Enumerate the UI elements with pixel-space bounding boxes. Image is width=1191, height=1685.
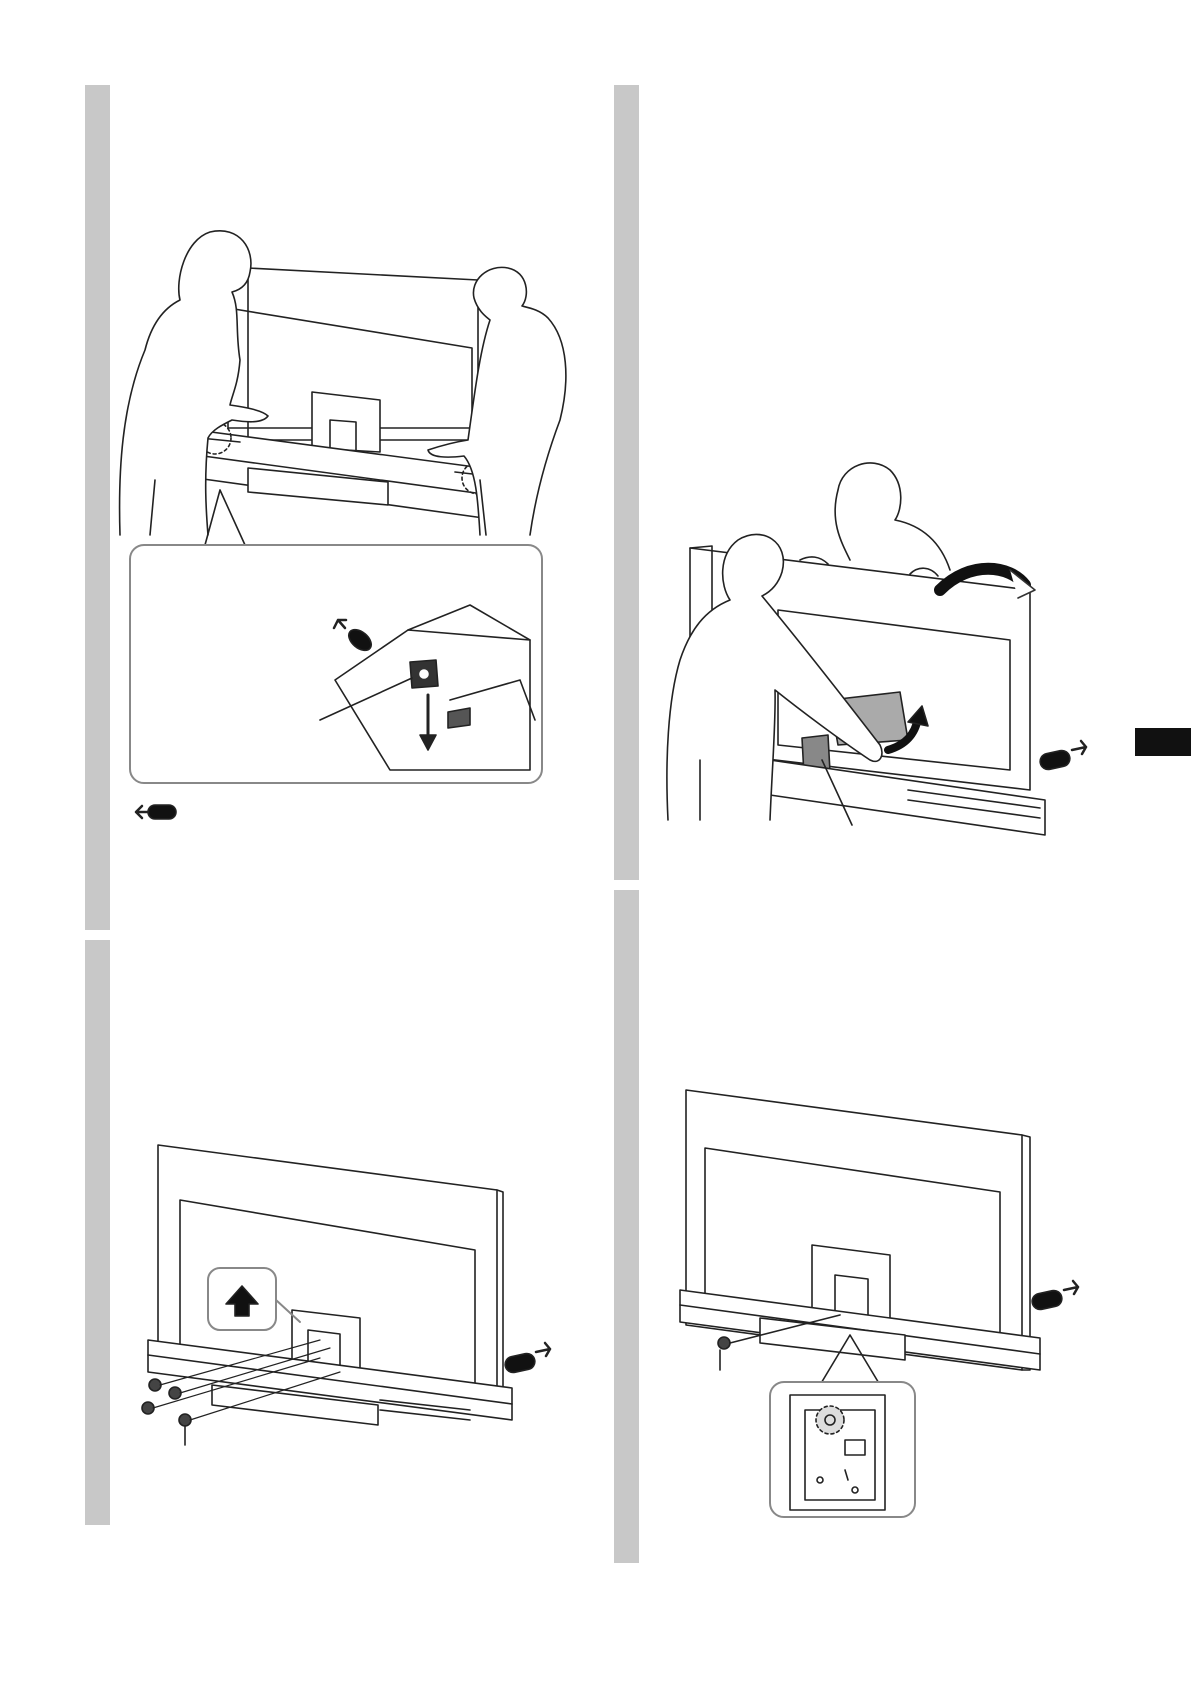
step-4-illustration bbox=[680, 1090, 1078, 1517]
front-direction-icon bbox=[504, 1343, 550, 1374]
person-back-silhouette bbox=[835, 463, 950, 570]
step-3-illustration bbox=[667, 463, 1086, 835]
step-1-illustration bbox=[120, 231, 566, 819]
step-2-illustration bbox=[142, 1145, 550, 1445]
person-left-silhouette bbox=[120, 231, 268, 535]
front-direction-icon bbox=[1039, 741, 1086, 771]
front-direction-icon bbox=[136, 805, 176, 819]
screw-icon bbox=[142, 1379, 191, 1426]
screw-icon bbox=[718, 1337, 730, 1349]
front-direction-icon bbox=[1031, 1281, 1078, 1311]
